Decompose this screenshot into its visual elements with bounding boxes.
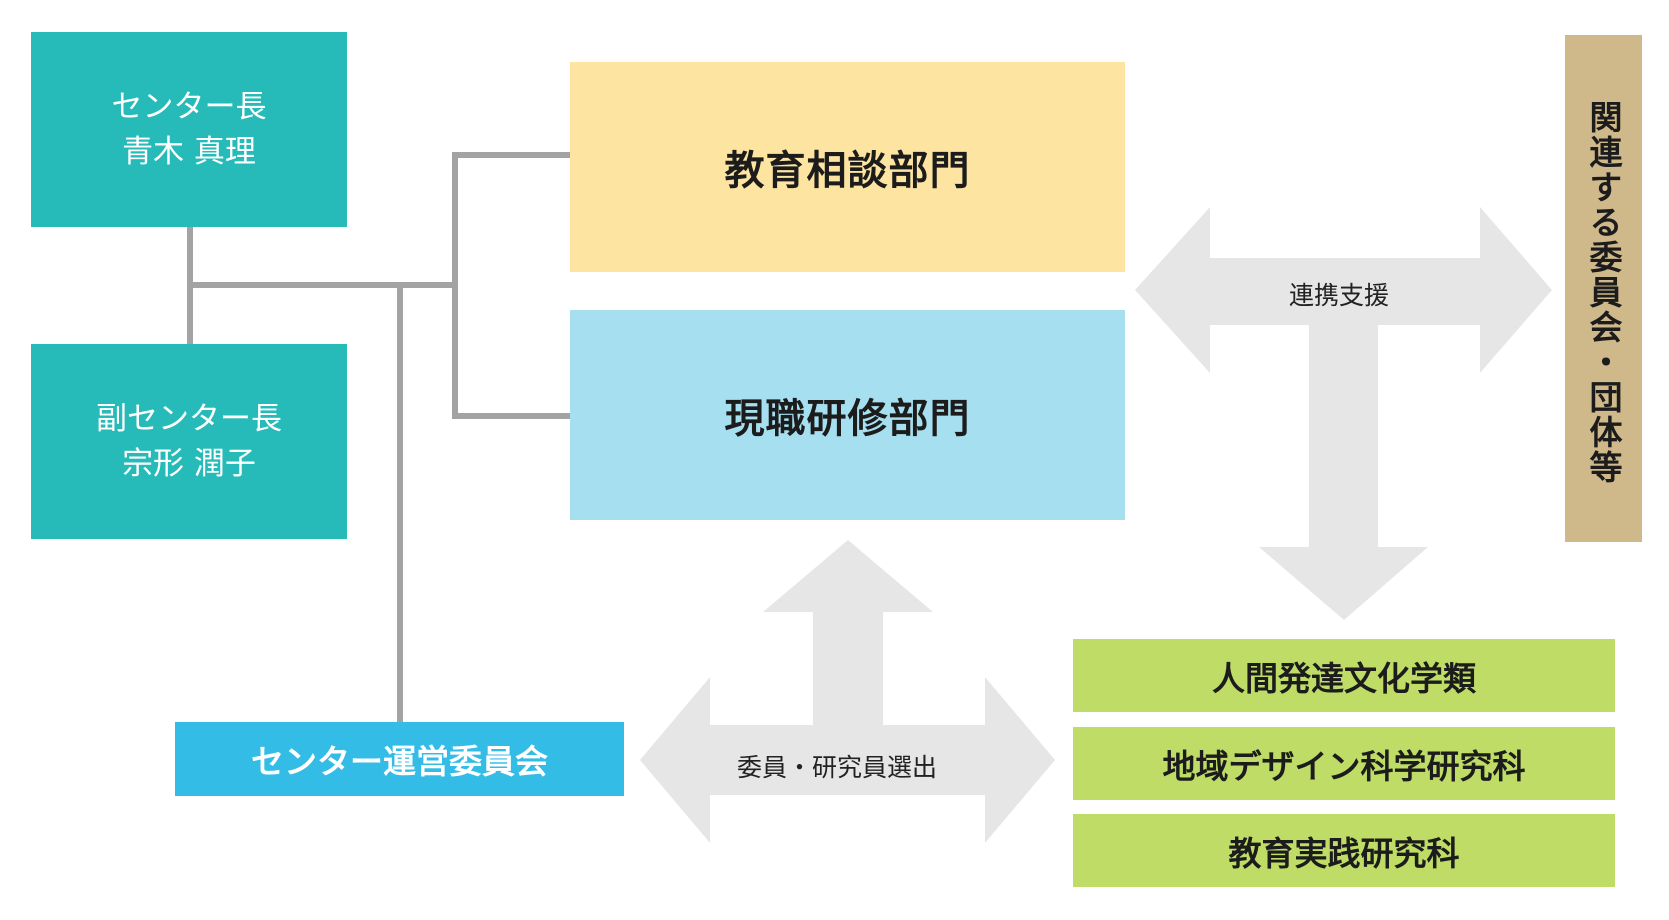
- director-name: 青木 真理: [122, 133, 256, 170]
- faculty-label: 地域デザイン科学研究科: [1162, 746, 1526, 786]
- support-double-arrow: [1135, 207, 1552, 373]
- training-department-label: 現職研修部門: [724, 396, 971, 442]
- selection-up-arrow: [763, 540, 933, 725]
- related-committees-box: 関連する委員会・団体等: [1565, 35, 1642, 542]
- related-committees-label: 関連する委員会・団体等: [1584, 100, 1623, 485]
- training-department-box: 現職研修部門: [570, 310, 1125, 520]
- faculty-box-1: 人間発達文化学類: [1073, 639, 1615, 712]
- faculty-label: 教育実践研究科: [1228, 833, 1460, 873]
- vice-director-title: 副センター長: [96, 400, 282, 437]
- selection-double-arrow: [640, 677, 1055, 843]
- director-box: センター長 青木 真理: [31, 32, 347, 227]
- support-arrow-label: 連携支援: [1289, 281, 1390, 310]
- counseling-department-box: 教育相談部門: [570, 62, 1125, 272]
- vice-director-box: 副センター長 宗形 潤子: [31, 344, 347, 539]
- counseling-department-label: 教育相談部門: [724, 148, 971, 194]
- committee-label: センター運営委員会: [251, 742, 548, 781]
- support-down-arrow: [1259, 325, 1428, 620]
- vice-director-name: 宗形 潤子: [122, 445, 256, 482]
- faculty-box-3: 教育実践研究科: [1073, 814, 1615, 887]
- faculty-box-2: 地域デザイン科学研究科: [1073, 727, 1615, 800]
- faculty-label: 人間発達文化学類: [1212, 658, 1476, 698]
- committee-box: センター運営委員会: [175, 722, 624, 796]
- selection-arrow-label: 委員・研究員選出: [737, 753, 938, 782]
- director-title: センター長: [111, 88, 267, 125]
